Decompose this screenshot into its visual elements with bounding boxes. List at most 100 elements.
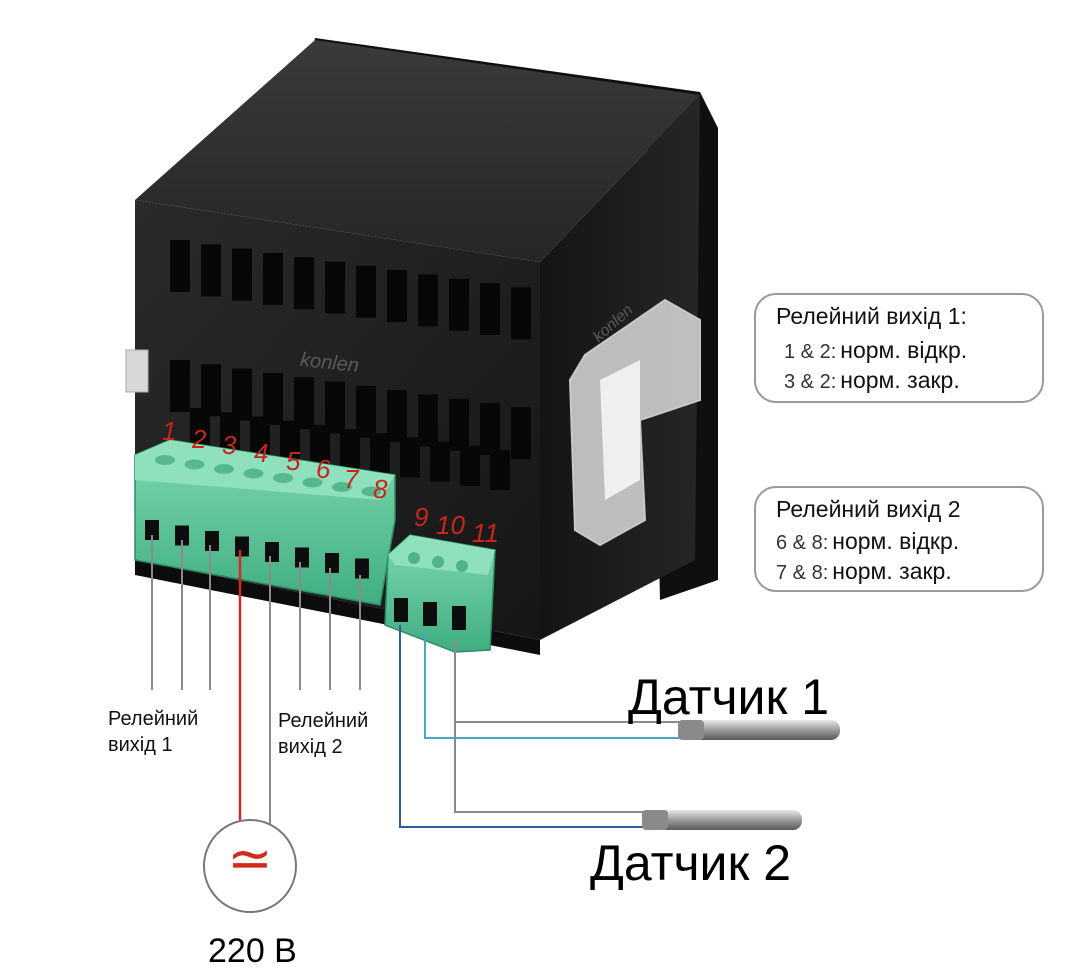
probe-1 (678, 720, 840, 740)
terminal-slot (423, 602, 437, 626)
terminal-number-7: 7 (344, 464, 359, 494)
sensor-2-wire (399, 625, 645, 828)
terminal-number-8: 8 (373, 474, 388, 504)
terminal-screws-main (155, 455, 382, 497)
sensor-1-label: Датчик 1 (628, 669, 830, 725)
vent-slot (449, 278, 469, 331)
device-top (135, 40, 700, 262)
relay-1-legend-row-1: 1 & 2:норм. відкр. (784, 337, 967, 364)
terminal-number-5: 5 (286, 446, 301, 476)
vent-slot (480, 403, 500, 455)
terminal-slots-main (145, 520, 369, 579)
power-symbol-circle (203, 819, 297, 913)
vent-slot (190, 408, 210, 448)
terminal-screw (456, 560, 468, 572)
terminal-slot (452, 606, 466, 630)
terminal-number-3: 3 (222, 430, 237, 460)
terminal-number-9: 9 (414, 502, 429, 532)
vent-slot (294, 377, 314, 430)
vent-slot (232, 368, 252, 421)
terminal-number-2: 2 (192, 424, 207, 454)
relay-1-legend-text-2: норм. закр. (840, 367, 960, 393)
terminal-slot (325, 553, 339, 573)
relay-1-legend: Релейний вихід 1: 1 & 2:норм. відкр. 3 &… (754, 293, 1044, 403)
relay-2-label-line-2: вихід 2 (278, 736, 343, 758)
terminal-screw (408, 552, 420, 564)
vent-slot (490, 450, 510, 490)
relay-1-legend-row-2: 3 & 2:норм. закр. (784, 367, 960, 394)
relay-1-label-line-1: Релейний (108, 708, 199, 730)
vent-slot (325, 261, 345, 314)
relay-2-label-line-1: Релейний (278, 710, 369, 732)
vent-slot (263, 252, 283, 305)
relay-2-legend-text-2: норм. закр. (832, 558, 952, 584)
relay-2-legend-title: Релейний вихід 2 (776, 496, 961, 522)
relay-2-legend-pins-1: 6 & 8: (776, 532, 829, 554)
vent-slot (449, 398, 469, 451)
terminal-screw (302, 477, 323, 488)
vent-slot (387, 390, 407, 443)
vent-slot (263, 372, 283, 425)
vent-slot (294, 257, 314, 310)
vent-slot (370, 433, 390, 474)
terminal-screw (184, 459, 205, 470)
vent-slot (250, 416, 270, 457)
vent-slot (460, 445, 480, 486)
terminal-slot (394, 598, 408, 622)
terminal-number-1: 1 (162, 416, 177, 446)
terminal-number-10: 10 (436, 510, 465, 540)
vent-slot (170, 360, 190, 412)
relay-wires (151, 535, 361, 690)
terminal-slot (295, 547, 309, 568)
vent-slot (280, 420, 300, 461)
terminal-number-6: 6 (316, 454, 331, 484)
vent-slot (430, 441, 450, 482)
relay-1-legend-pins-1: 1 & 2: (784, 341, 837, 363)
vent-slot (340, 429, 360, 469)
relay-2-legend-pins-2: 7 & 8: (776, 562, 829, 584)
vent-slot (201, 364, 221, 417)
vent-slots (170, 240, 531, 490)
vent-slot (356, 265, 376, 318)
probe-2 (642, 810, 802, 830)
vent-slot (170, 240, 190, 292)
vent-slot (418, 274, 438, 327)
relay-2-legend-row-2: 7 & 8:норм. закр. (776, 558, 952, 585)
relay-1-legend-title: Релейний вихід 1: (776, 303, 967, 329)
sensor-2-label: Датчик 2 (590, 835, 792, 891)
relay-1-label: Релейний вихід 1 (108, 706, 198, 758)
relay-1-legend-text-1: норм. відкр. (840, 337, 968, 363)
vent-slot (310, 424, 330, 465)
relay-2-label: Релейний вихід 2 (278, 708, 368, 760)
vent-slot (201, 244, 221, 297)
relay-2-legend: Релейний вихід 2 6 & 8:норм. відкр. 7 & … (754, 486, 1044, 592)
vent-slot (511, 287, 531, 340)
vent-slot (356, 385, 376, 438)
terminal-screw (332, 482, 352, 492)
terminal-slot (235, 536, 249, 557)
terminal-screw (155, 455, 175, 465)
terminal-screw (243, 468, 264, 479)
terminal-slot (355, 558, 369, 579)
terminal-slot (145, 520, 159, 540)
vent-slot (480, 283, 500, 335)
power-label: 220 В (208, 932, 297, 970)
terminal-screw (214, 464, 234, 474)
ac-power-symbol: ≃ (227, 827, 273, 890)
vent-slot (325, 381, 345, 434)
terminal-screw (432, 556, 444, 568)
vent-slot (220, 412, 240, 453)
vent-slot (418, 394, 438, 447)
terminal-number-11: 11 (472, 518, 499, 548)
sensor-1-wire (424, 632, 680, 739)
vent-slot (511, 407, 531, 460)
terminal-number-4: 4 (254, 438, 269, 468)
vent-slot (387, 270, 407, 323)
vent-slot (232, 248, 252, 301)
terminal-slots-sensor (394, 552, 468, 630)
relay-2-legend-row-1: 6 & 8:норм. відкр. (776, 528, 959, 555)
relay-2-legend-text-1: норм. відкр. (832, 528, 960, 554)
relay-1-label-line-2: вихід 1 (108, 734, 173, 756)
